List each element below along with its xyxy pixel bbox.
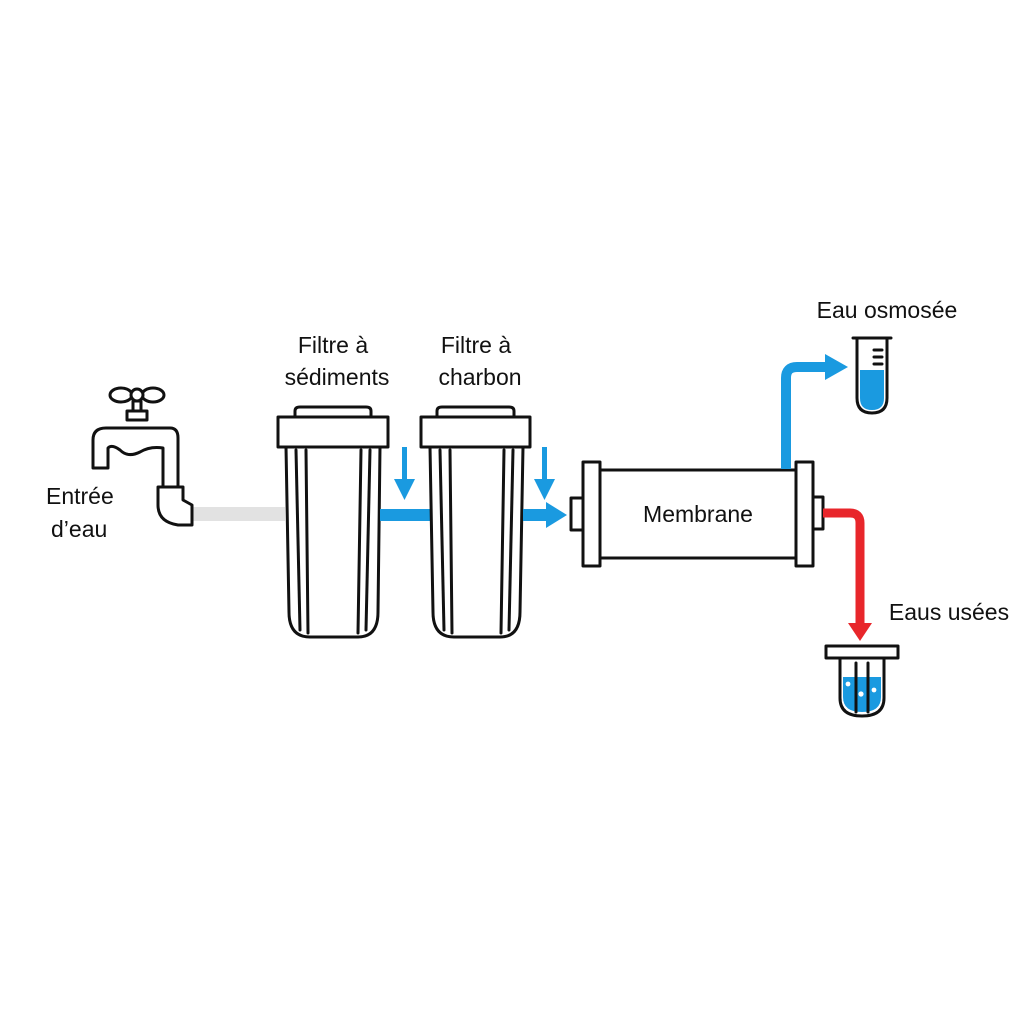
membrane-housing-icon [569, 460, 825, 568]
flow-membrane-to-permeate [781, 362, 827, 469]
permeate-label: Eau osmosée [817, 297, 958, 323]
sediment-filter-label-line2: sédiments [285, 364, 390, 390]
carbon-filter-icon [419, 405, 532, 639]
sediment-filter-label-line1: Filtre à [298, 332, 369, 358]
inlet-pipe [193, 507, 285, 521]
faucet-icon [91, 386, 194, 527]
flow-sediment-to-carbon [380, 509, 430, 521]
waste-label: Eaus usées [889, 599, 1009, 625]
carbon-filter-label-line2: charbon [438, 364, 521, 390]
flow-carbon-to-membrane [523, 502, 567, 528]
membrane-label: Membrane [643, 501, 753, 527]
inlet-label-line1: Entrée [46, 483, 114, 509]
permeate-arrow-head [825, 354, 848, 380]
down-arrow-icon [534, 447, 555, 500]
waste-arrow-head [848, 623, 872, 641]
sediment-filter-icon [276, 405, 390, 639]
down-arrow-icon [394, 447, 415, 500]
test-tube-icon [851, 336, 893, 415]
inlet-label-line2: d’eau [51, 516, 107, 542]
beaker-icon [824, 644, 900, 718]
carbon-filter-label-line1: Filtre à [441, 332, 512, 358]
flow-membrane-to-waste [823, 508, 865, 625]
